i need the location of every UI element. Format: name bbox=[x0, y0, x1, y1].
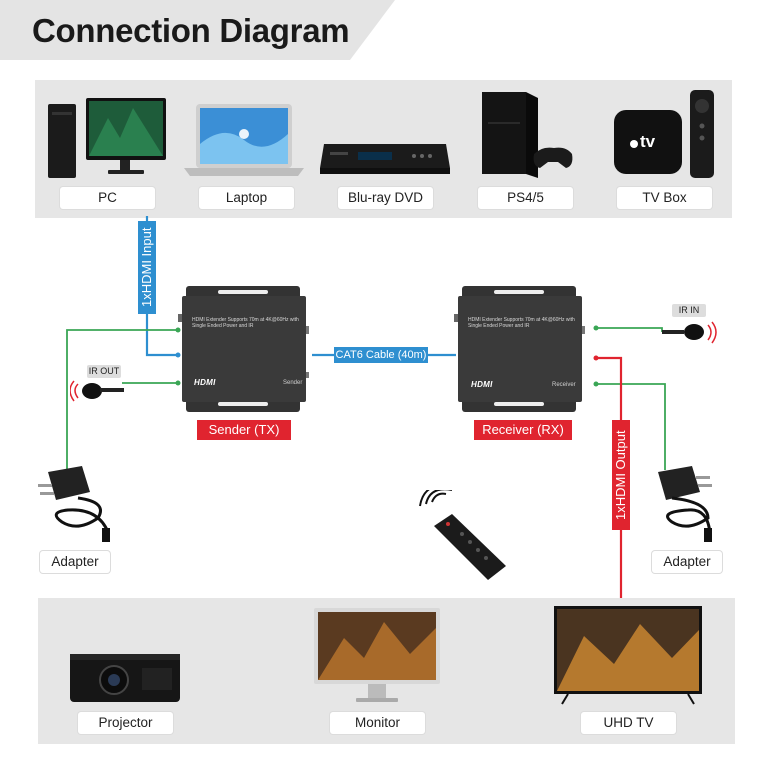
adapter-left-label: Adapter bbox=[40, 551, 110, 573]
laptop-icon bbox=[184, 104, 304, 176]
hdmi-output-tag: 1xHDMI Output bbox=[612, 420, 630, 530]
ir-out-emitter-icon bbox=[70, 380, 124, 402]
receiver-spec-text: HDMI Extender Supports 70m at 4K@60Hz wi… bbox=[468, 317, 575, 329]
ir-in-tag: IR IN bbox=[672, 304, 706, 317]
sender-hdmi-logo: HDMI bbox=[194, 378, 216, 387]
hdmi-input-tag: 1xHDMI Input bbox=[138, 221, 156, 314]
sender-spec-text: HDMI Extender Supports 70m at 4K@60Hz wi… bbox=[192, 317, 299, 329]
page-title: Connection Diagram bbox=[32, 12, 350, 49]
sender-device-icon bbox=[178, 286, 309, 412]
cat6-cable-tag: CAT6 Cable (40m) bbox=[334, 347, 428, 363]
sender-side-label: Sender bbox=[283, 380, 303, 386]
bluray-player-icon bbox=[320, 144, 450, 174]
projector-icon bbox=[70, 654, 180, 702]
hdmi-output-text: 1xHDMI Output bbox=[613, 430, 628, 520]
power-adapter-right-icon bbox=[658, 466, 712, 542]
receiver-device-icon bbox=[454, 286, 585, 412]
receiver-hdmi-logo: HDMI bbox=[471, 380, 493, 389]
pc-icon bbox=[48, 98, 166, 178]
source-label-bluray: Blu-ray DVD bbox=[338, 187, 433, 209]
power-adapter-left-icon bbox=[38, 466, 110, 542]
source-label-pc: PC bbox=[60, 187, 155, 209]
display-label-uhd-tv: UHD TV bbox=[581, 712, 676, 734]
hdmi-input-text: 1xHDMI Input bbox=[139, 227, 154, 308]
tv-box-brand: tv bbox=[640, 132, 656, 151]
sender-label: Sender (TX) bbox=[197, 420, 291, 440]
ir-out-tag: IR OUT bbox=[87, 365, 121, 378]
receiver-side-label: Receiver bbox=[552, 382, 576, 388]
tv-box-icon bbox=[614, 90, 714, 178]
receiver-label: Receiver (RX) bbox=[474, 420, 572, 440]
source-label-ps: PS4/5 bbox=[478, 187, 573, 209]
uhd-tv-icon bbox=[554, 606, 702, 705]
ir-remote-icon bbox=[419, 490, 506, 580]
adapter-right-label: Adapter bbox=[652, 551, 722, 573]
source-label-tvbox: TV Box bbox=[617, 187, 712, 209]
ps-console-icon bbox=[482, 92, 573, 178]
display-label-projector: Projector bbox=[78, 712, 173, 734]
monitor-icon bbox=[314, 608, 440, 702]
source-label-laptop: Laptop bbox=[199, 187, 294, 209]
display-label-monitor: Monitor bbox=[330, 712, 425, 734]
title-banner bbox=[0, 0, 395, 60]
ir-in-receiver-icon bbox=[662, 321, 717, 344]
